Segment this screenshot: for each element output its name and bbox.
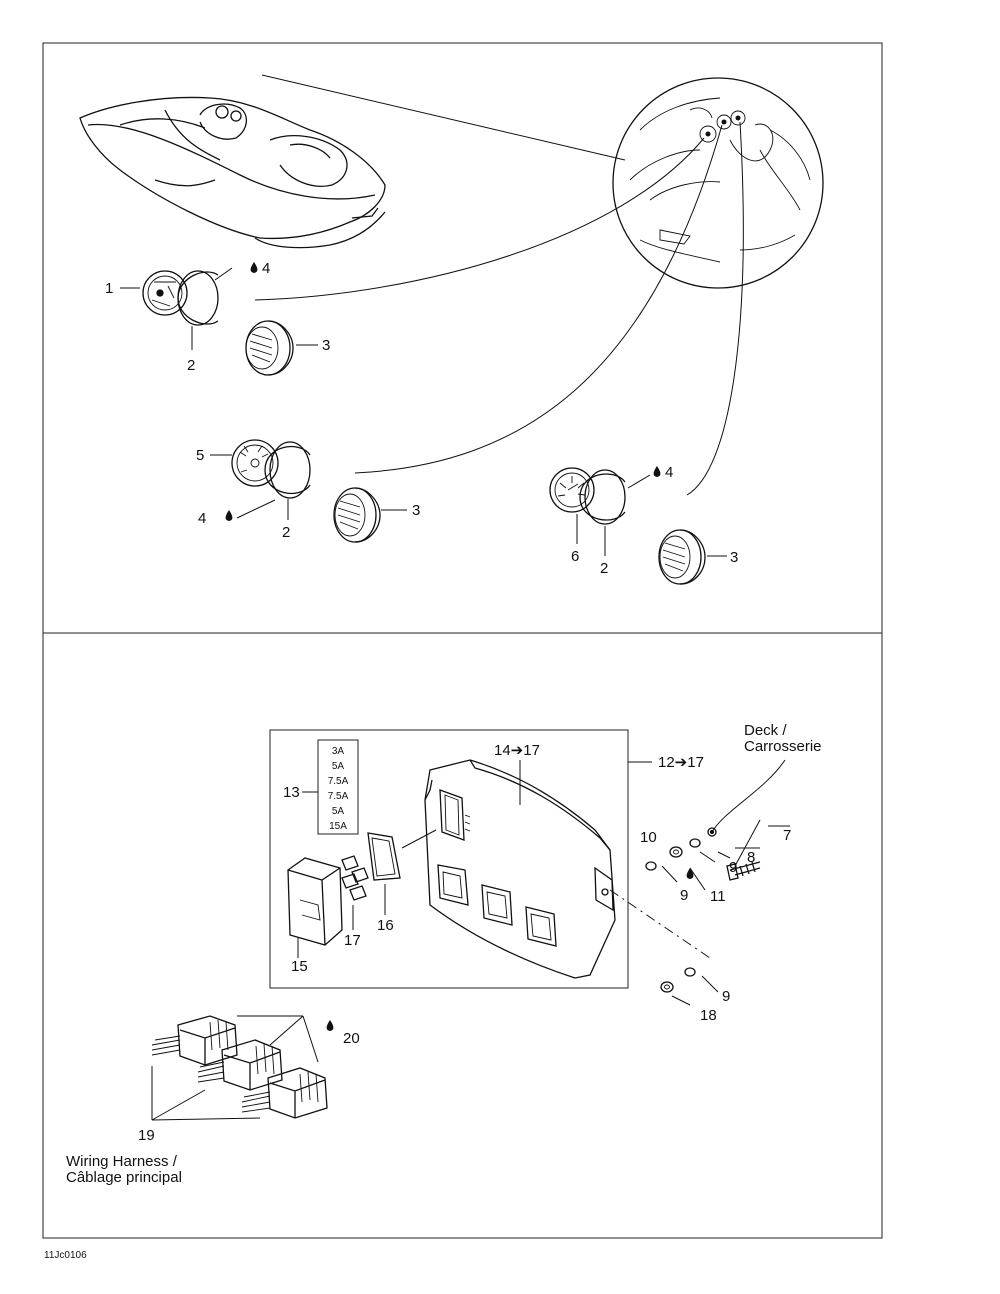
gauge-1-illustration [142, 270, 219, 326]
fuse-rating-list [317, 739, 359, 835]
label-8: 8 [747, 849, 755, 866]
label-3b: 3 [412, 502, 420, 519]
gauge6-leader [686, 121, 744, 496]
label-7: 7 [783, 827, 791, 844]
gauge-5-illustration [231, 439, 311, 499]
drop-icon [225, 510, 233, 521]
label-3c: 3 [730, 549, 738, 566]
label-9a: 9 [729, 859, 737, 876]
electronic-module-illustration [424, 759, 616, 979]
label-15: 15 [291, 958, 308, 975]
module-kit-box [269, 729, 629, 989]
connectors-illustration [151, 1015, 328, 1119]
nut-3c-illustration [658, 529, 706, 585]
label-14-17: 14➔17 [494, 742, 540, 759]
label-11: 11 [710, 888, 726, 905]
boat-to-callout-line [261, 74, 626, 161]
label-4a: 4 [262, 260, 270, 277]
label-20: 20 [343, 1030, 360, 1047]
top-panel-frame [42, 42, 883, 634]
fuse-rating-3: 7.5A [328, 776, 349, 787]
deck-note-line2: Carrosserie [744, 738, 822, 755]
label-4b: 4 [198, 510, 206, 527]
deck-note-line1: Deck / [744, 722, 787, 739]
label-9c: 9 [722, 988, 730, 1005]
fuses-illustration [341, 855, 369, 901]
label-12-17: 12➔17 [658, 754, 704, 771]
label-6: 6 [571, 548, 579, 565]
label-1: 1 [105, 280, 113, 297]
harness-note-line1: Wiring Harness / [66, 1153, 178, 1170]
figure-code: 11Jc0106 [44, 1250, 87, 1261]
drop-icon [250, 262, 258, 273]
gauge1-leader [254, 137, 705, 301]
bottom-panel-frame [42, 632, 883, 1239]
label-4c: 4 [665, 464, 673, 481]
label-13: 13 [283, 784, 300, 801]
fuse-rating-1: 3A [332, 746, 345, 757]
label-3a: 3 [322, 337, 330, 354]
label-19: 19 [138, 1127, 155, 1144]
nut-3a-illustration [245, 320, 294, 376]
gasket-illustration [367, 832, 401, 881]
fuse-rating-4: 7.5A [328, 791, 349, 802]
label-9b: 9 [680, 887, 688, 904]
label-16: 16 [377, 917, 394, 934]
label-18: 18 [700, 1007, 717, 1024]
label-2b: 2 [282, 524, 290, 541]
label-2a: 2 [187, 357, 195, 374]
fuse-rating-6: 15A [329, 821, 347, 832]
nut-3b-illustration [333, 487, 381, 543]
gauge-6-illustration [549, 467, 626, 525]
boat-illustration [79, 96, 386, 249]
harness-note-line2: Câblage principal [66, 1169, 182, 1186]
drop-icon [686, 868, 694, 879]
label-2c: 2 [600, 560, 608, 577]
label-17: 17 [344, 932, 361, 949]
drop-icon [653, 466, 661, 477]
mounting-hardware-illustration [645, 827, 761, 993]
label-5: 5 [196, 447, 204, 464]
gauge5-leader [354, 124, 723, 474]
deck-leader [711, 759, 786, 833]
label-10: 10 [640, 829, 657, 846]
drop-icon [326, 1020, 334, 1031]
fuse-rating-5: 5A [332, 806, 345, 817]
dash-callout-illustration [612, 77, 824, 289]
fuse-rating-2: 5A [332, 761, 345, 772]
fuse-box-illustration [287, 857, 343, 946]
